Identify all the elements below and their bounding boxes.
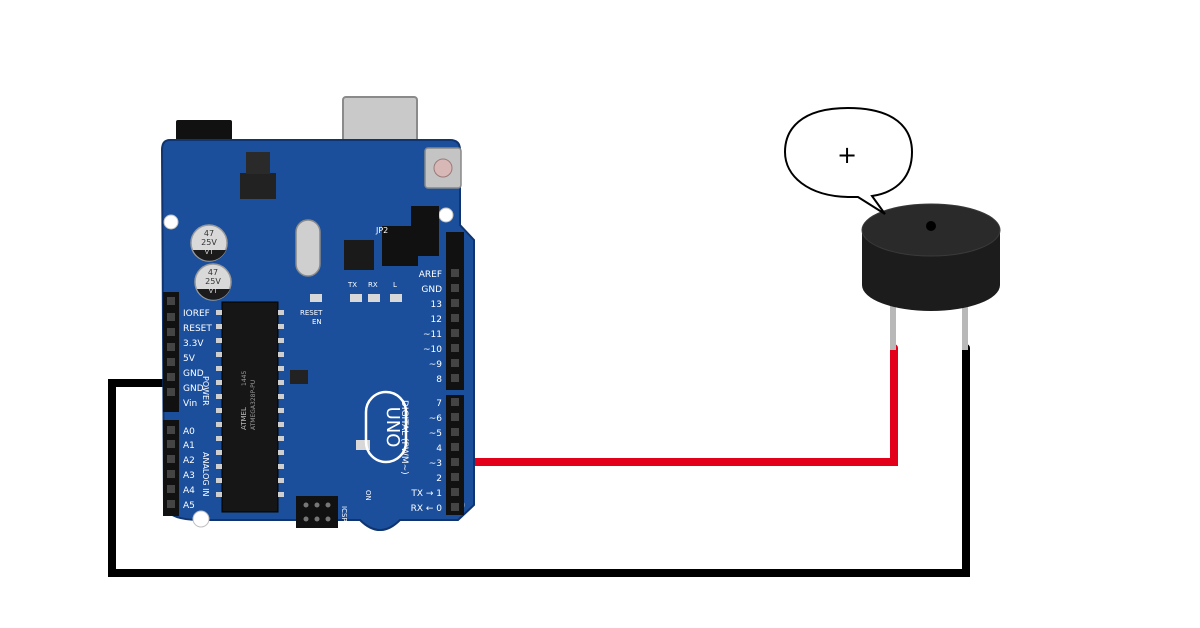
power-header xyxy=(163,292,179,412)
uno-logo: UNO xyxy=(364,390,408,464)
buzzer-sound-hole xyxy=(926,221,936,231)
pin-label: 13 xyxy=(431,300,442,310)
tx-label: TX xyxy=(347,281,357,289)
en-label: EN xyxy=(312,318,322,326)
polarity-callout: + xyxy=(783,106,914,215)
pin-label: RESET xyxy=(183,324,212,334)
usb-chip xyxy=(344,240,374,270)
digital-header-lower xyxy=(446,395,464,515)
board-model-label: UNO xyxy=(382,407,403,448)
pin-label: A5 xyxy=(183,501,195,511)
icsp-header xyxy=(296,496,338,528)
pin-label: 7 xyxy=(436,399,442,409)
pin-label: ~10 xyxy=(423,345,442,355)
crystal-oscillator xyxy=(295,219,321,277)
digital-header-upper xyxy=(446,232,464,390)
pin-label: 12 xyxy=(431,315,442,325)
capacitor-1-label: 47 xyxy=(204,229,214,238)
digital-header-label: DIGITAL (PWM~) xyxy=(399,400,409,475)
pin-label: RX ← 0 xyxy=(411,504,443,514)
reset-silk-label: RESET xyxy=(300,309,323,317)
pin-label: TX → 1 xyxy=(410,489,442,499)
atmega-chip: ATMEL ATMEGA328P-PU 1445 xyxy=(216,301,284,513)
pin-label: AREF xyxy=(419,270,442,280)
jp2-label: JP2 xyxy=(375,226,388,235)
signal-wire xyxy=(454,344,898,466)
chip-code: 1445 xyxy=(241,371,248,386)
pin-label: 3.3V xyxy=(183,339,204,349)
buzzer-leg-negative xyxy=(962,300,968,350)
pin-label: A3 xyxy=(183,471,195,481)
pin-label: ~5 xyxy=(429,429,442,439)
power-label: POWER xyxy=(201,376,210,406)
pin-label: 4 xyxy=(436,444,442,454)
pin-label: A2 xyxy=(183,456,195,466)
svg-text:25V: 25V xyxy=(205,277,221,286)
wires xyxy=(108,344,970,577)
svg-text:VT: VT xyxy=(204,248,214,256)
chip-brand: ATMEL xyxy=(240,407,248,430)
pin-label: ~3 xyxy=(429,459,442,469)
pin-label: A4 xyxy=(183,486,195,496)
pin-label: ~6 xyxy=(429,414,443,424)
pin-label: A0 xyxy=(183,427,195,437)
l-label: L xyxy=(393,281,397,289)
pin-label: ~9 xyxy=(429,360,443,370)
ground-wire xyxy=(108,344,970,577)
chip-text: ATMEGA328P-PU xyxy=(250,380,257,430)
arduino-uno-board: 47 25V VT 47 25V VT JP2 TX RX L RESET EN xyxy=(160,96,475,531)
pin-label: IOREF xyxy=(183,309,210,319)
digital-pin-labels: AREF GND 13 12 ~11 ~10 ~9 8 7 ~6 ~5 4 ~3… xyxy=(410,270,442,514)
on-label: ON xyxy=(364,490,372,501)
svg-text:VT: VT xyxy=(208,287,218,295)
buzzer-leg-positive xyxy=(890,300,896,350)
capacitor-1: 47 25V VT xyxy=(190,224,228,262)
analog-label: ANALOG IN xyxy=(201,452,210,497)
analog-pin-labels: A0 A1 A2 A3 A4 A5 xyxy=(183,427,195,511)
piezo-buzzer: + xyxy=(783,106,1001,350)
pin-label: Vin xyxy=(183,399,197,409)
pin-label: 8 xyxy=(436,375,442,385)
polarity-label: + xyxy=(837,141,857,169)
pin-label: A1 xyxy=(183,441,195,451)
svg-text:25V: 25V xyxy=(201,238,217,247)
pin-label: ~11 xyxy=(423,330,442,340)
icsp-label: ICSP xyxy=(340,506,348,522)
pin-label: GND xyxy=(183,384,204,394)
pin-label: 2 xyxy=(436,474,442,484)
svg-text:47: 47 xyxy=(208,268,218,277)
pin-label: 5V xyxy=(183,354,196,364)
pin-label: GND xyxy=(421,285,442,295)
rx-label: RX xyxy=(368,281,378,289)
capacitor-2: 47 25V VT xyxy=(194,263,232,301)
power-pin-labels: IOREF RESET 3.3V 5V GND GND Vin xyxy=(183,309,212,409)
pin-label: GND xyxy=(183,369,204,379)
